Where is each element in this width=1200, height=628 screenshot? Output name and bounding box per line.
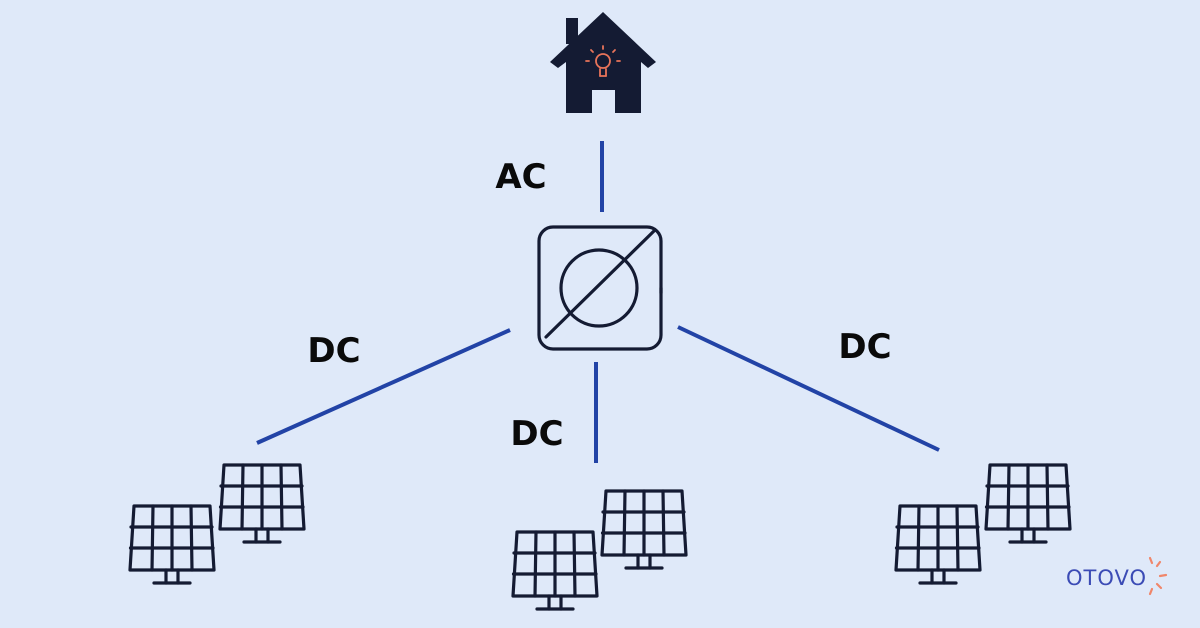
otovo-logo: OTOVO bbox=[1066, 556, 1168, 596]
dc-label-center: DC bbox=[510, 414, 563, 454]
house-with-lightbulb-icon bbox=[550, 12, 656, 113]
solar-panel-pair-left bbox=[128, 463, 306, 585]
solar-panel-icon bbox=[600, 489, 688, 570]
dc-wire-left bbox=[256, 328, 511, 445]
solar-panel-icon bbox=[894, 504, 982, 585]
solar-panel-icon bbox=[511, 530, 599, 611]
solar-panel-pair-center bbox=[511, 489, 688, 611]
logo-text: OTOVO bbox=[1066, 566, 1147, 590]
solar-panel-icon bbox=[984, 463, 1072, 544]
lightbulb-icon bbox=[585, 45, 621, 77]
dc-label-left: DC bbox=[307, 331, 360, 371]
solar-panel-pair-right bbox=[894, 463, 1072, 585]
inverter-icon bbox=[537, 225, 663, 351]
dc-wire-right bbox=[677, 325, 940, 452]
ac-label: AC bbox=[495, 157, 546, 197]
dc-label-right: DC bbox=[838, 327, 891, 367]
solar-panel-icon bbox=[218, 463, 306, 544]
solar-panel-icon bbox=[128, 504, 216, 585]
sun-rays-icon bbox=[1148, 556, 1168, 596]
